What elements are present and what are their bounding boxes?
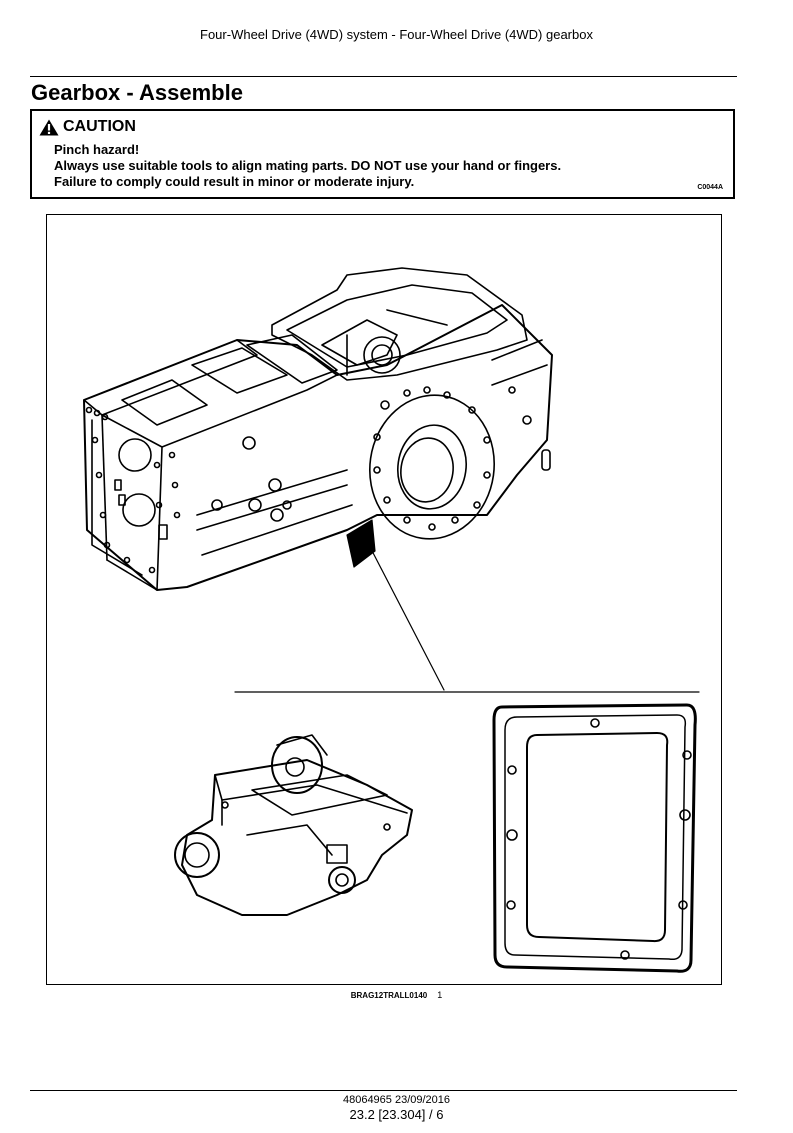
callout-arrow xyxy=(346,519,445,691)
figure-number: 1 xyxy=(437,990,443,1000)
caution-box: CAUTION Pinch hazard! Always use suitabl… xyxy=(30,109,735,199)
figure-caption: BRAG12TRALL0140 1 xyxy=(0,990,793,1000)
gasket-drawing xyxy=(492,703,697,973)
figure-frame xyxy=(46,214,722,985)
cover-housing-drawing xyxy=(174,734,413,916)
section-title: Gearbox - Assemble xyxy=(31,80,243,105)
figure-code: BRAG12TRALL0140 xyxy=(350,991,428,1000)
title-rule xyxy=(30,76,737,77)
footer-reference: 48064965 23/09/2016 xyxy=(342,1094,451,1106)
caution-line-1: Pinch hazard! xyxy=(54,142,140,157)
gearbox-assembly-illustration xyxy=(83,267,700,973)
running-header: Four-Wheel Drive (4WD) system - Four-Whe… xyxy=(200,27,593,42)
footer-rule xyxy=(30,1090,737,1091)
warning-triangle-icon xyxy=(39,119,59,135)
footer-page-number: 23.2 [23.304] / 6 xyxy=(349,1107,444,1122)
caution-code: C0044A xyxy=(697,184,723,191)
caution-line-2: Always use suitable tools to align matin… xyxy=(54,158,562,173)
caution-label: CAUTION xyxy=(63,118,136,135)
gearbox-housing-drawing xyxy=(83,267,553,591)
caution-line-3: Failure to comply could result in minor … xyxy=(54,174,415,189)
caution-heading: CAUTION xyxy=(39,118,136,136)
